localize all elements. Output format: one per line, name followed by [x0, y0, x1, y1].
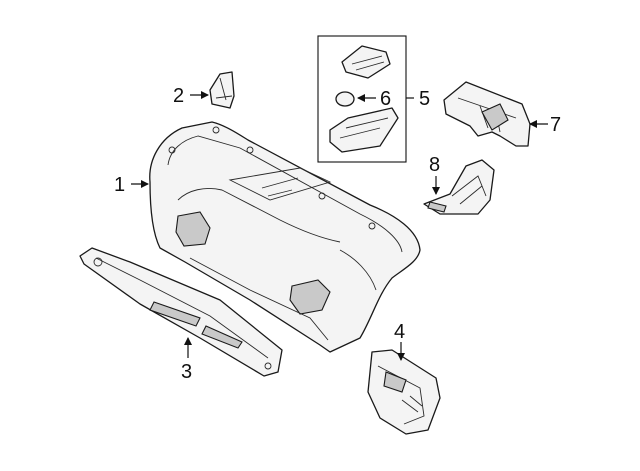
lamp-assembly-inset [317, 35, 407, 163]
upper-bracket [443, 81, 531, 147]
callout-5: 5 [419, 88, 430, 110]
side-trim-bracket [367, 349, 441, 435]
callout-7: 7 [550, 114, 561, 136]
callout-2: 2 [173, 85, 184, 107]
lamp-assembly [329, 107, 399, 153]
callout-8: 8 [429, 154, 440, 176]
sill-scuff-plate [79, 247, 283, 377]
lamp-housing-top [341, 45, 391, 79]
hinge-cover [423, 159, 495, 215]
trim-clip [209, 71, 235, 109]
bulb [335, 91, 355, 107]
callout-4: 4 [394, 321, 405, 343]
callout-3: 3 [181, 361, 192, 383]
trunk-lid-trim-panel [149, 121, 421, 353]
callout-1: 1 [114, 174, 125, 196]
callout-6: 6 [380, 88, 391, 110]
